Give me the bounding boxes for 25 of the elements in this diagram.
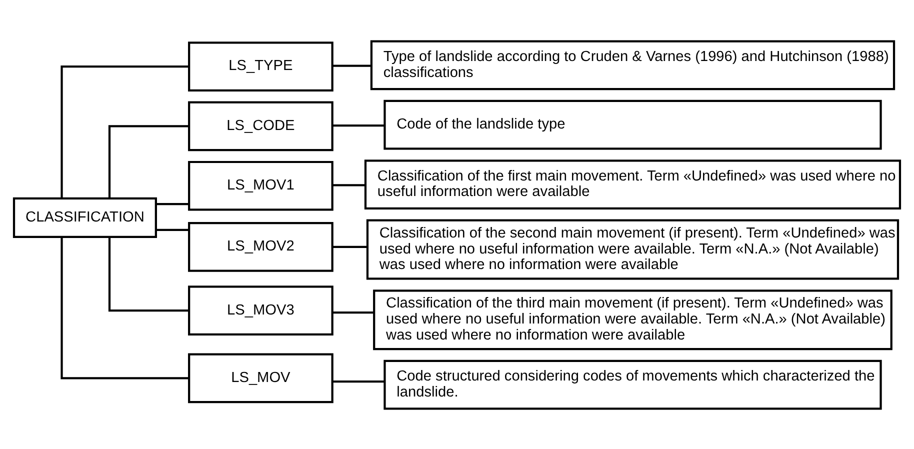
connector xyxy=(332,184,366,186)
node-box: Classification of the first main movement. Term «Undefined» was used where no useful information were available xyxy=(364,159,902,209)
node-box: Code structured considering codes of movements which characterized the landslide. xyxy=(384,359,882,410)
node-box: LS_TYPE xyxy=(188,41,334,91)
node-box: CLASSIFICATION xyxy=(12,196,157,238)
connector xyxy=(108,124,189,198)
connector xyxy=(156,228,189,231)
connector xyxy=(332,380,384,382)
node-box: LS_MOV2 xyxy=(188,221,334,272)
node-box: LS_MOV3 xyxy=(188,285,334,335)
connector xyxy=(156,202,189,205)
node-box: Type of landslide according to Cruden & Varnes (1996) and Hutchinson (1988) classifications xyxy=(370,40,896,90)
node-box: LS_MOV xyxy=(188,352,334,403)
node-box: Classification of the third main movement (if present). Term «Undefined» was used where no useful information were available. Term «N.A.» (Not Available) was used where no information were available xyxy=(373,289,892,350)
connector xyxy=(332,124,384,126)
connector xyxy=(332,245,368,248)
node-box: Code of the landslide type xyxy=(384,99,882,150)
connector xyxy=(60,64,189,198)
node-box: LS_MOV1 xyxy=(188,160,334,210)
connector xyxy=(60,236,189,379)
connector xyxy=(332,64,372,66)
connector xyxy=(108,236,189,312)
connector xyxy=(332,310,374,314)
node-box: Classification of the second main movement (if present). Term «Undefined» was used where no useful information were available. Term «N.A.» (Not Available) was used where no information were available xyxy=(366,218,900,280)
node-box: LS_CODE xyxy=(188,100,334,151)
